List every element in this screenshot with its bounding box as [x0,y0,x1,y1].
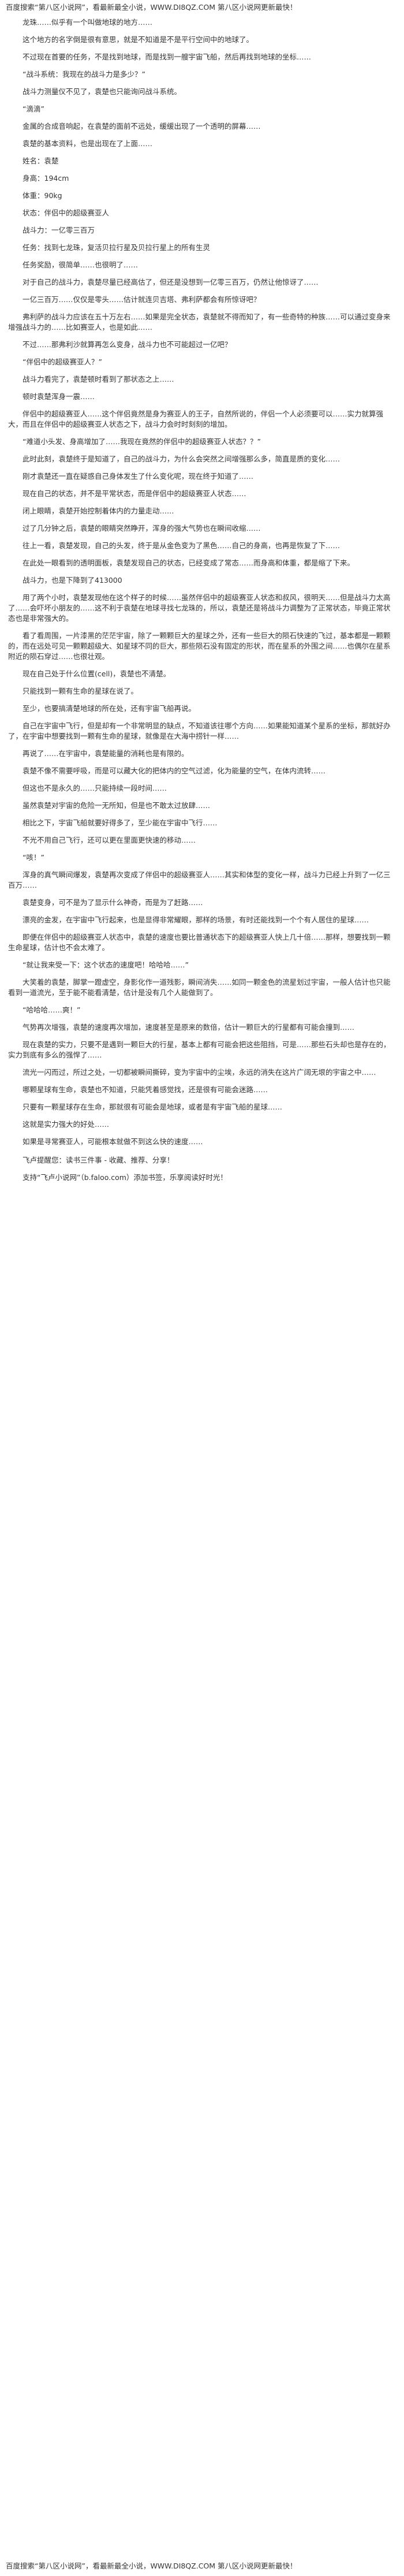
story-paragraph: “就让我来受一下：这个状态的速度吧！哈哈哈……” [23,961,189,969]
chapter-content: 龙珠……似乎有一个叫做地球的地方…… 这个地方的名字倒是很有意思，就是不知道是不是… [0,17,404,1190]
story-paragraph: 现在自己处于什么位置(cell)，袁楚也不清楚。 [23,669,171,678]
story-paragraph: 战斗力测量仪不见了，袁楚也只能询问战斗系统。 [23,87,182,96]
story-paragraph: 用了两个小时，袁楚发现他在这个样子的时候……虽然伴侣中的超级赛亚人状态和叔风，很… [8,593,391,623]
story-paragraph: 不光不用自己飞行，还可以更在里面更快速的移动…… [23,836,196,844]
story-paragraph: 伴侣中的超级赛亚人……这个伴侣竟然是身为赛亚人的王子，自然所说的，伴侣一个人必须… [8,410,384,429]
story-paragraph: 顿时袁楚浑身一震…… [23,392,95,401]
story-paragraph: 过了几分钟之后，袁楚的眼睛突然睁开，浑身的强大气势也在瞬间收缩…… [23,524,261,533]
story-paragraph: 虽然袁楚对宇宙的危险一无所知，但是也不敢太过放肆…… [23,801,211,810]
story-paragraph: 袁楚不像不需要呼吸，而是可以藏大化的把体内的空气过滤，化为能量的空气，在体内流转… [23,766,326,775]
story-paragraph: 任务：找到七龙珠，复活贝拉行星及贝拉行星上的所有生灵 [23,243,211,252]
story-paragraph: “哈哈哈……爽！” [23,1006,81,1014]
bottom-banner-text: 百度搜索“第八区小说网”，看最新最全小说，WWW.DI8QZ.COM 第八区小说… [6,2562,297,2570]
story-paragraph: 此时此刻，袁楚终于是知道了，自己的战斗力，为什么会突然之间增强那么多，简直是质的… [23,455,341,463]
story-paragraph: 现在袁楚的实力，只要不是遇到一颗巨大的行星，基本上都有可能会把这些阻挡，可是……… [8,1040,391,1059]
story-paragraph: 只能找到一颗有生命的星球在说了。 [23,687,139,695]
story-paragraph: 大笑着的袁楚，脚掌一蹬虚空，身影化作一道残影，瞬间消失……如同一颗金色的流星划过… [8,978,391,997]
footer-bookmark-note: 支持“飞卢小说网”（b.faloo.com）添加书签，乐享阅读好时光！ [8,1172,396,1183]
story-paragraph: 浑身的真气瞬间爆发，袁楚再次变成了伴侣中的超级赛亚人……其实和体型的变化一样，战… [8,870,391,889]
bottom-banner: 百度搜索“第八区小说网”，看最新最全小说，WWW.DI8QZ.COM 第八区小说… [0,2560,404,2573]
story-paragraph: 对于自己的战斗力，袁楚尽量已经高估了，但还是没想到一亿零三百万，仍然让他惊讶了…… [23,278,319,286]
story-paragraph: 金属的合成音响起，在袁楚的面前不远处，缓缓出现了一个透明的屏幕…… [23,122,261,131]
story-paragraph: 不过……那弗利沙就算再怎么变身，战斗力也不可能超过一亿吧？ [23,340,232,349]
story-paragraph: 战斗力：一亿零三百万 [23,226,95,234]
top-banner: 百度搜索“第八区小说网”，看最新最全小说，WWW.DI8QZ.COM 第八区小说… [0,1,404,14]
story-paragraph: 任务奖励，很简单……也很明了…… [23,260,139,269]
story-paragraph: 往上一看，袁楚发现，自己的头发，终于是从金色变为了黑色……自己的身高，也再是恢复… [23,541,341,550]
story-paragraph: 这就是实力强大的好处…… [23,1120,110,1129]
story-paragraph: 再说了……在宇宙中，袁楚能量的消耗也是有限的。 [23,749,189,758]
story-paragraph: 刚才袁楚还一直在疑惑自己身体发生了什么变化呢，现在终于知道了…… [23,472,254,481]
story-paragraph: 流光一闪而过，所过之处，一切都被瞬间撕碎，变为宇宙中的尘埃，永远的消失在这片广阔… [23,1068,376,1077]
story-paragraph: 体重：90kg [23,191,62,200]
story-paragraph: 在此处一眼看到的透明面板，袁楚发现自己的状态，已经变成了常态……而身高和体重，都… [23,559,355,567]
footer-bookmark-suffix: ）添加书签，乐享阅读好时光！ [126,1173,227,1182]
story-paragraph: “伴侣中的超级赛亚人？” [23,358,102,366]
story-paragraph: 战斗力看完了，袁楚顿时看到了那状态之上…… [23,375,174,384]
story-paragraph: 这个地方的名字倒是很有意思，就是不知道是不是平行空间中的地球了。 [23,35,254,44]
story-paragraph: 状态：伴侣中的超级赛亚人 [23,209,110,217]
story-paragraph: 袁楚的基本资料，也是出现在了上面…… [23,139,153,148]
story-paragraph: 自己在宇宙中飞行，但是却有一个非常明显的缺点，不知道该往哪个方向……如果能知道某… [8,721,391,740]
story-paragraph: 龙珠……似乎有一个叫做地球的地方…… [23,18,153,27]
story-paragraph: 相比之下，宇宙飞船就要好得多了，至少能在宇宙中飞行…… [23,818,218,827]
story-paragraph: “咳！” [23,853,44,862]
story-paragraph: “战斗系统：我现在的战斗力是多少？” [23,70,145,79]
story-paragraph: 不过现在首要的任务，不是找到地球，而是找到一艘宇宙飞船，然后再找到地球的坐标…… [23,53,312,61]
story-paragraph: 弗利萨的战斗力应该在五十万左右……如果是完全状态，袁楚就不得而知了，有一些奇特的… [8,312,391,332]
story-paragraph: 闭上眼睛，袁楚开始控制着体内的力量走动…… [23,507,174,515]
top-banner-text: 百度搜索“第八区小说网”，看最新最全小说，WWW.DI8QZ.COM 第八区小说… [6,3,297,12]
story-paragraph: 只要有一颗星球存在生命，那就很有可能会是地球，或者是有宇宙飞船的星球…… [23,1103,283,1111]
story-paragraph: 气势再次增强，袁楚的速度再次增加，速度甚至是原来的数倍，估计一颗巨大的行星都有可… [23,1023,355,1032]
site-link[interactable]: b.faloo.com [84,1173,126,1182]
story-paragraph: 一亿三百万……仅仅是零头……估计就连贝吉塔、弗利萨都会有所惊讶吧？ [23,295,261,304]
story-paragraph: 至少，也要搞清楚地球的所在处，还有宇宙飞船再说。 [23,704,196,713]
story-paragraph: “难道小头发、身高增加了……我现在竟然的伴侣中的超级赛亚人状态？？” [23,437,261,446]
story-paragraph: 袁楚变身，可不是为了显示什么神奇，而是为了赶路…… [23,898,203,907]
story-paragraph: 漂亮的金发，在宇宙中飞行起来，也是显得非常耀眼，那样的场景，有时还能找到一个个有… [23,915,369,924]
story-paragraph: 如果是寻常赛亚人，可能根本就做不到这么快的速度…… [23,1137,203,1146]
story-paragraph: 看了看周围，一片漆黑的茫茫宇宙，除了一颗颗巨大的星球之外，还有一些巨大的陨石快速… [8,631,391,661]
story-paragraph: 战斗力，也是下降到了413000 [23,576,122,585]
footer-bookmark-prefix: 支持“飞卢小说网”（ [23,1173,84,1182]
story-paragraph: 姓名：袁楚 [23,157,59,165]
story-paragraph: 哪颗星球有生命，袁楚也不知道，只能凭着感觉找，还是很有可能会迷路…… [23,1085,268,1094]
story-paragraph: “滴滴” [23,105,44,113]
story-paragraph: 但这也不是永久的……只能持续一段时间…… [23,784,167,792]
chapter-footer: 飞卢提醒您：读书三件事 - 收藏、推荐、分享！ 支持“飞卢小说网”（b.faloo… [8,1155,396,1183]
story-paragraph: 现在自己的状态，并不是平常状态，而是伴侣中的超级赛亚人状态…… [23,489,246,498]
story-paragraph: 身高：194cm [23,174,69,183]
story-paragraph: 即便在伴侣中的超级赛亚人状态中，袁楚的速度也要比普通状态下的超级赛亚人快上几十倍… [8,933,391,952]
footer-reminder: 飞卢提醒您：读书三件事 - 收藏、推荐、分享！ [23,1156,174,1164]
